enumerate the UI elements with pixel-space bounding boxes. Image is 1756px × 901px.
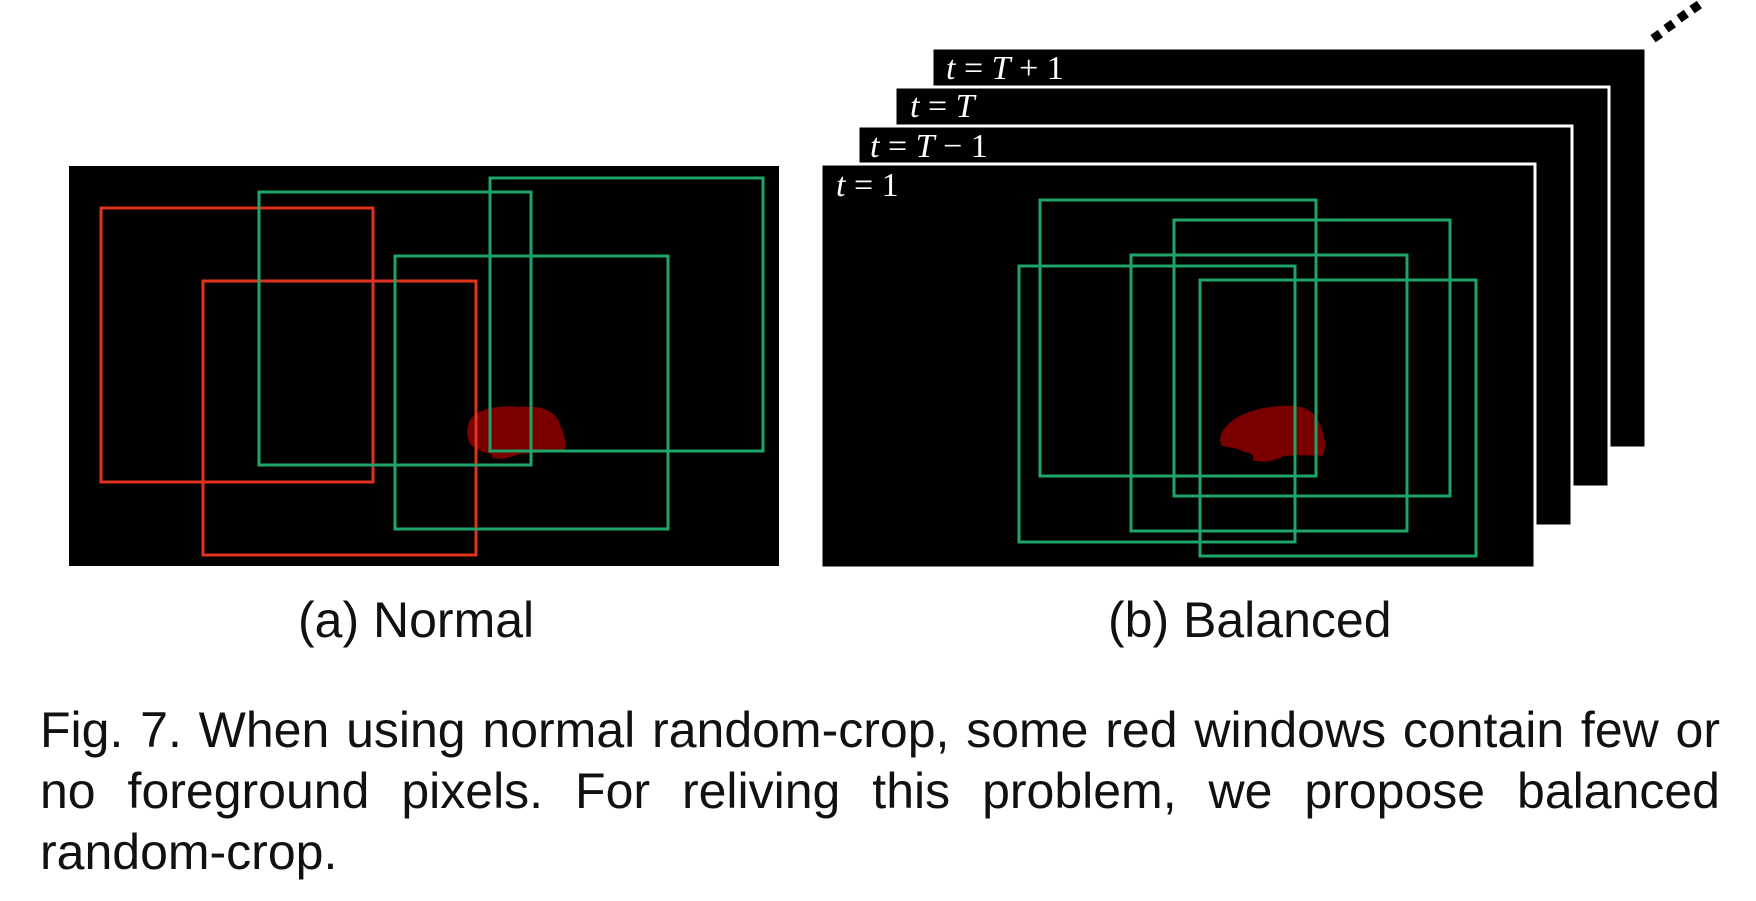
red-window-2 [201,279,478,557]
green-window-b4 [1017,264,1297,544]
figure-diagram: t = T + 1 t = T t = T − 1 t = 1 [69,0,1702,570]
green-window-a2 [488,176,765,453]
foreground-blob-b [1220,405,1325,462]
frame-label-t-1: t = 1 [836,167,899,204]
frame-label-t-T: t = T [910,88,977,125]
green-window-b1 [1038,198,1318,478]
more-frames-ellipsis-icon [1650,0,1702,43]
frame-label-t-T-minus-1: t = T − 1 [870,128,988,165]
panel-a [69,166,779,566]
subcaption-balanced: (b) Balanced [1108,592,1392,648]
green-window-b5 [1198,278,1478,558]
foreground-blob-a [467,406,566,459]
frame-t-1: t = 1 [819,162,1537,570]
panel-a-background [69,166,779,566]
green-window-b3 [1129,253,1409,533]
figure-caption: Fig. 7. When using normal random-crop, s… [40,702,1720,880]
green-window-a3 [393,254,670,531]
frame-label-t-T-plus-1: t = T + 1 [946,50,1064,87]
green-window-b2 [1172,218,1452,498]
red-window-1 [99,206,375,484]
subcaption-normal: (a) Normal [298,592,535,648]
panel-b: t = T + 1 t = T t = T − 1 t = 1 [819,0,1702,570]
